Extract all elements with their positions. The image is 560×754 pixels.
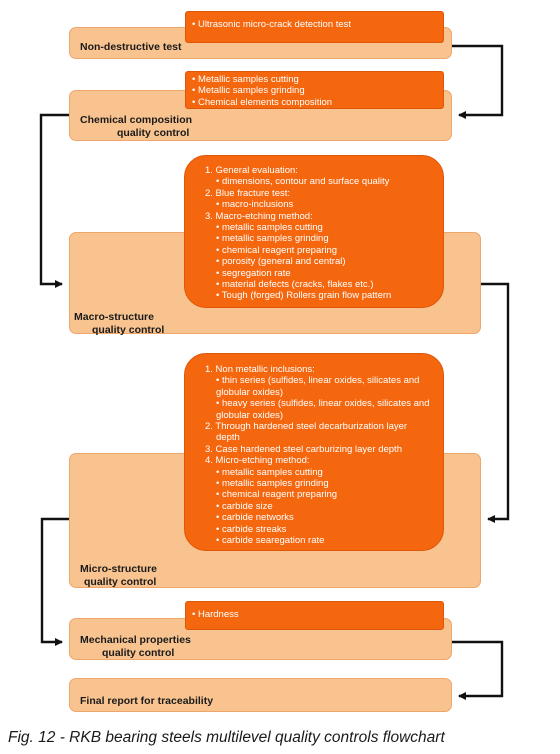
stage-macro-test-item: • dimensions, contour and surface qualit… — [216, 176, 390, 188]
stage-mech-test-item: • Hardness — [192, 609, 239, 620]
stage-micro-test-item: • carbide streaks — [216, 523, 287, 535]
stage-macro-test-item: 2. Blue fracture test: — [205, 187, 291, 199]
stage-micro-test-item: globular oxides) — [216, 409, 284, 421]
stage-micro-test-item: • metallic samples cutting — [216, 466, 323, 478]
stage-micro-test-item: 4. Micro-etching method: — [205, 455, 310, 467]
stage-micro-test-item: 3. Case hardened steel carburizing layer… — [205, 443, 402, 455]
stage-macro-test-item: • porosity (general and central) — [216, 256, 346, 268]
stage-micro-test-item: • chemical reagent preparing — [216, 489, 338, 501]
stage-mech-label-line-1: Mechanical properties — [80, 634, 191, 646]
stage-ndt-label-line-1: Non-destructive test — [80, 41, 182, 53]
stage-macro-test-item: • segregation rate — [216, 267, 291, 279]
stage-mech-label: Mechanical properties quality control — [80, 634, 191, 660]
stage-chem-test-item: • Metallic samples grinding — [192, 85, 305, 97]
stage-ndt-tests-box: • Ultrasonic micro-crack detection test — [185, 11, 444, 43]
stage-chem-test-item: • Metallic samples cutting — [192, 74, 299, 85]
arrow-ndt-to-chem — [452, 44, 504, 119]
stage-chem-test-item: • Chemical elements composition — [192, 96, 333, 108]
stage-macro-test-item: • metallic samples cutting — [216, 222, 323, 234]
stage-micro-test-item: • heavy series (sulfides, linear oxides,… — [216, 398, 430, 410]
stage-macro-label: Macro-structure quality control — [74, 311, 164, 337]
stage-micro-label-line-2: quality control — [84, 576, 157, 588]
stage-macro-tests-box: 1. General evaluation: • dimensions, con… — [184, 155, 444, 308]
arrow-chem-to-macro — [39, 113, 69, 288]
stage-micro-test-item: • metallic samples grinding — [216, 478, 329, 490]
stage-mech-label-line-2: quality control — [102, 647, 175, 659]
stage-final-label-line-1: Final report for traceability — [80, 695, 214, 707]
stage-chem-label: Chemical composition quality control — [80, 114, 192, 140]
stage-micro-test-item: • carbide searegation rate — [216, 535, 325, 547]
stage-micro-test-item: • carbide size — [216, 500, 273, 512]
stage-macro-label-line-1: Macro-structure — [74, 311, 154, 323]
stage-micro-test-item: depth — [216, 432, 240, 444]
stage-macro-test-item: • macro-inclusions — [216, 199, 294, 211]
stage-chem-tests-box: • Metallic samples cutting • Metallic sa… — [185, 71, 444, 109]
stage-ndt-test-item: • Ultrasonic micro-crack detection test — [192, 19, 352, 30]
stage-chem-label-line-1: Chemical composition — [80, 114, 193, 126]
stage-chem-label-line-2: quality control — [117, 127, 190, 139]
stage-macro-test-item: • Tough (forged) Rollers grain flow patt… — [216, 290, 392, 302]
stage-micro-label-line-1: Micro-structure — [80, 563, 158, 575]
stage-ndt-label: Non-destructive test — [80, 41, 182, 54]
stage-macro-test-item: 1. General evaluation: — [205, 165, 298, 176]
stage-micro-test-item: • carbide networks — [216, 512, 294, 524]
stage-macro-test-item: • chemical reagent preparing — [216, 244, 338, 256]
stage-micro-label: Micro-structure quality control — [80, 563, 157, 589]
stage-macro-test-item: • metallic samples grinding — [216, 233, 329, 245]
figure-caption: Fig. 12 - RKB bearing steels multilevel … — [8, 729, 445, 746]
stage-micro-test-item: 1. Non metallic inclusions: — [205, 364, 315, 375]
stage-macro-label-line-2: quality control — [92, 324, 165, 336]
stage-final-label: Final report for traceability — [80, 695, 213, 708]
stage-micro-test-item: globular oxides) — [216, 386, 284, 398]
stage-macro-test-item: • material defects (cracks, flakes etc.) — [216, 279, 374, 291]
stage-micro-test-item: 2. Through hardened steel decarburizatio… — [205, 421, 408, 433]
arrow-macro-to-micro — [481, 282, 510, 523]
stage-final-box — [69, 678, 452, 712]
stage-mech-tests-box: • Hardness — [185, 601, 444, 630]
stage-macro-test-item: 3. Macro-etching method: — [205, 210, 313, 222]
stage-micro-tests-box: 1. Non metallic inclusions: • thin serie… — [184, 353, 444, 551]
stage-micro-test-item: • thin series (sulfides, linear oxides, … — [216, 375, 420, 387]
arrow-mech-to-final — [452, 640, 504, 700]
arrow-micro-to-mech — [40, 517, 69, 646]
